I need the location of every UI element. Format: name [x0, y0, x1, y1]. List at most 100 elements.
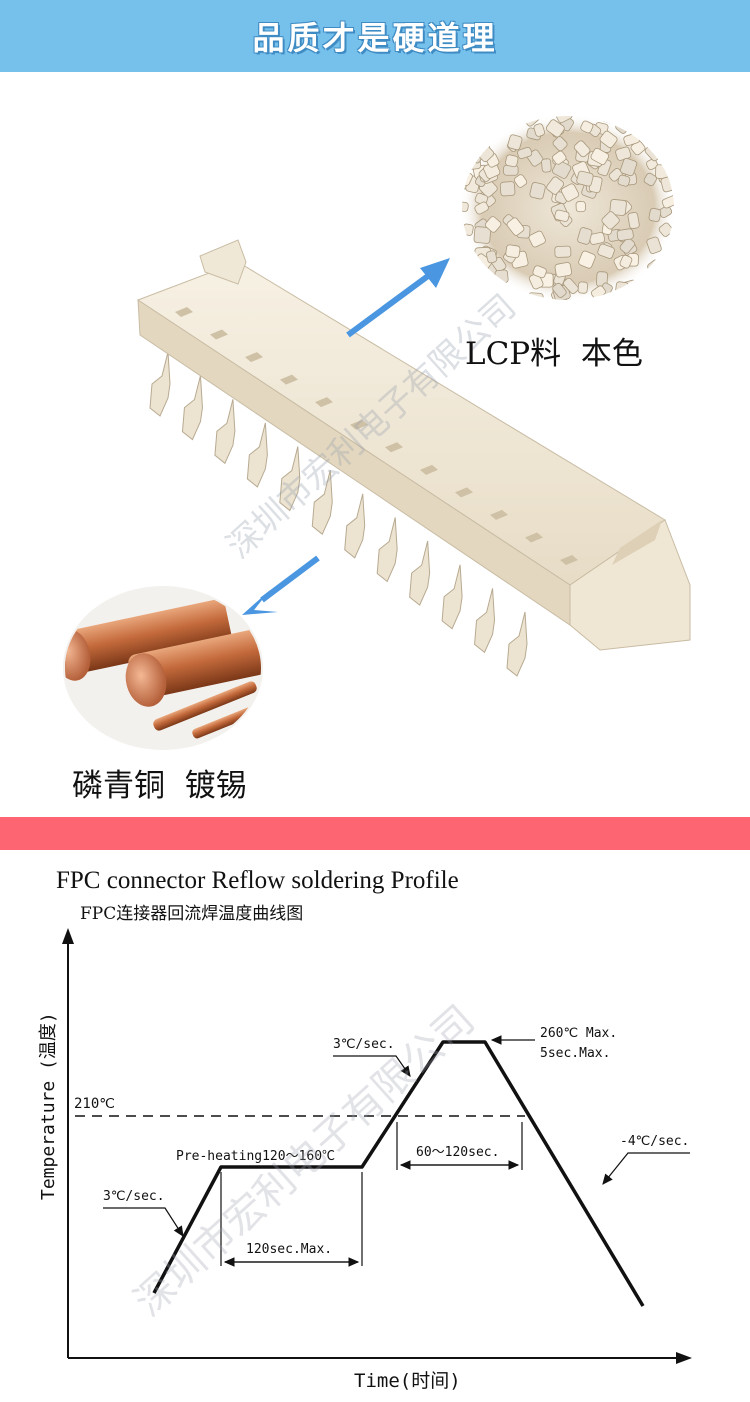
terminal-leg — [409, 540, 431, 606]
pellet — [545, 119, 565, 138]
ramp-up-leader — [103, 1207, 184, 1238]
pellet — [462, 145, 475, 164]
pellet — [552, 136, 568, 152]
pellet — [473, 226, 492, 244]
contact-slot — [350, 419, 368, 430]
terminal-leg — [376, 517, 398, 583]
pellet — [563, 277, 579, 294]
pellet — [619, 254, 633, 269]
pellet — [620, 157, 638, 177]
pellet — [505, 154, 519, 168]
pellet — [650, 288, 664, 300]
y-axis-label: Temperature (温度) — [38, 1012, 59, 1200]
pellet — [484, 216, 502, 233]
x-axis-arrowhead — [676, 1352, 692, 1364]
pellet — [616, 228, 634, 241]
profile-subtitle: FPC连接器回流焊温度曲线图 — [80, 904, 304, 924]
cool-down-label: -4℃/sec. — [620, 1134, 689, 1149]
pellet — [487, 116, 508, 125]
terminal-leg — [214, 399, 236, 465]
pellet — [599, 130, 618, 149]
lcp-pellets-image — [460, 114, 676, 302]
banner: 品质才是硬道理 — [0, 0, 750, 72]
product-illustration: 深圳市宏利电子有限公司 — [63, 114, 691, 750]
pellet — [499, 181, 516, 197]
ramp-up-2-label: 3℃/sec. — [333, 1037, 395, 1052]
pellet — [486, 250, 498, 264]
pellet — [663, 142, 674, 153]
pellet — [476, 273, 491, 287]
pellet — [633, 116, 651, 127]
contact-slot — [420, 464, 438, 475]
pellet — [471, 273, 487, 289]
pellet — [462, 255, 473, 272]
pellet — [609, 199, 627, 216]
pellet — [552, 150, 567, 165]
pellet — [573, 140, 591, 158]
contact-slot — [455, 487, 473, 498]
pellet — [641, 285, 659, 300]
temperature-curve — [152, 1040, 645, 1307]
terminal-label: 磷青铜 镀锡 — [72, 768, 247, 804]
product-section: 深圳市宏利电子有限公司 LCP料 本色 磷青铜 镀锡 — [0, 72, 750, 817]
pellet — [462, 201, 469, 212]
contact-slot — [525, 532, 543, 543]
pellet — [471, 116, 488, 127]
pellet — [528, 230, 546, 248]
section-divider — [0, 817, 750, 850]
pellet — [577, 227, 593, 245]
above-ref-time-label: 60～120sec. — [416, 1145, 499, 1160]
pellet — [472, 129, 484, 141]
cool-down-leader — [602, 1152, 690, 1185]
terminal-leg — [246, 422, 268, 488]
pellet — [648, 207, 662, 222]
pellet — [627, 211, 640, 230]
pellet — [633, 288, 648, 300]
pellet — [532, 265, 547, 279]
ramp-up-2-leader — [333, 1055, 411, 1077]
pellet — [471, 281, 487, 299]
pellet — [648, 128, 665, 145]
pellet — [646, 236, 662, 254]
pellet — [601, 211, 620, 230]
pellet — [658, 257, 674, 274]
pellet — [476, 119, 493, 133]
pellet — [554, 262, 573, 278]
pellet — [513, 174, 528, 188]
contact-slot — [490, 509, 508, 520]
contact-slot — [175, 307, 193, 317]
pellet — [462, 292, 469, 300]
pellet — [590, 147, 610, 165]
pellet — [472, 120, 487, 134]
fpc-connector-image — [136, 239, 691, 677]
terminal-leg — [149, 351, 171, 417]
pellet — [554, 245, 572, 258]
peak-label: 260℃ Max. — [540, 1026, 617, 1041]
terminal-leg — [311, 470, 333, 535]
arrow-to-pellets — [346, 258, 450, 338]
reflow-profile-diagram: Temperature (温度) Time(时间) 210℃ 120sec.Ma… — [38, 928, 692, 1392]
terminal-leg — [344, 493, 366, 559]
pellet — [506, 217, 525, 236]
pellet — [529, 182, 546, 200]
pellet — [507, 134, 523, 151]
copper-rods-image — [63, 586, 263, 750]
pellet — [517, 146, 533, 160]
contact-slot — [560, 555, 578, 565]
pellet — [541, 158, 552, 173]
pellet — [482, 116, 498, 125]
pellet — [555, 116, 573, 124]
pellet — [462, 250, 472, 265]
pellet — [617, 174, 631, 187]
pellet — [619, 237, 636, 254]
ramp-up-label: 3℃/sec. — [103, 1189, 165, 1204]
preheat-time-label: 120sec.Max. — [246, 1242, 332, 1257]
profile-title: FPC connector Reflow soldering Profile — [56, 867, 459, 894]
pellet — [533, 123, 546, 137]
pellet — [658, 222, 674, 237]
pellet — [660, 277, 674, 291]
contact-slot — [280, 374, 298, 385]
banner-title: 品质才是硬道理 — [252, 19, 498, 57]
pellet — [505, 244, 521, 259]
contact-slot — [245, 352, 263, 363]
